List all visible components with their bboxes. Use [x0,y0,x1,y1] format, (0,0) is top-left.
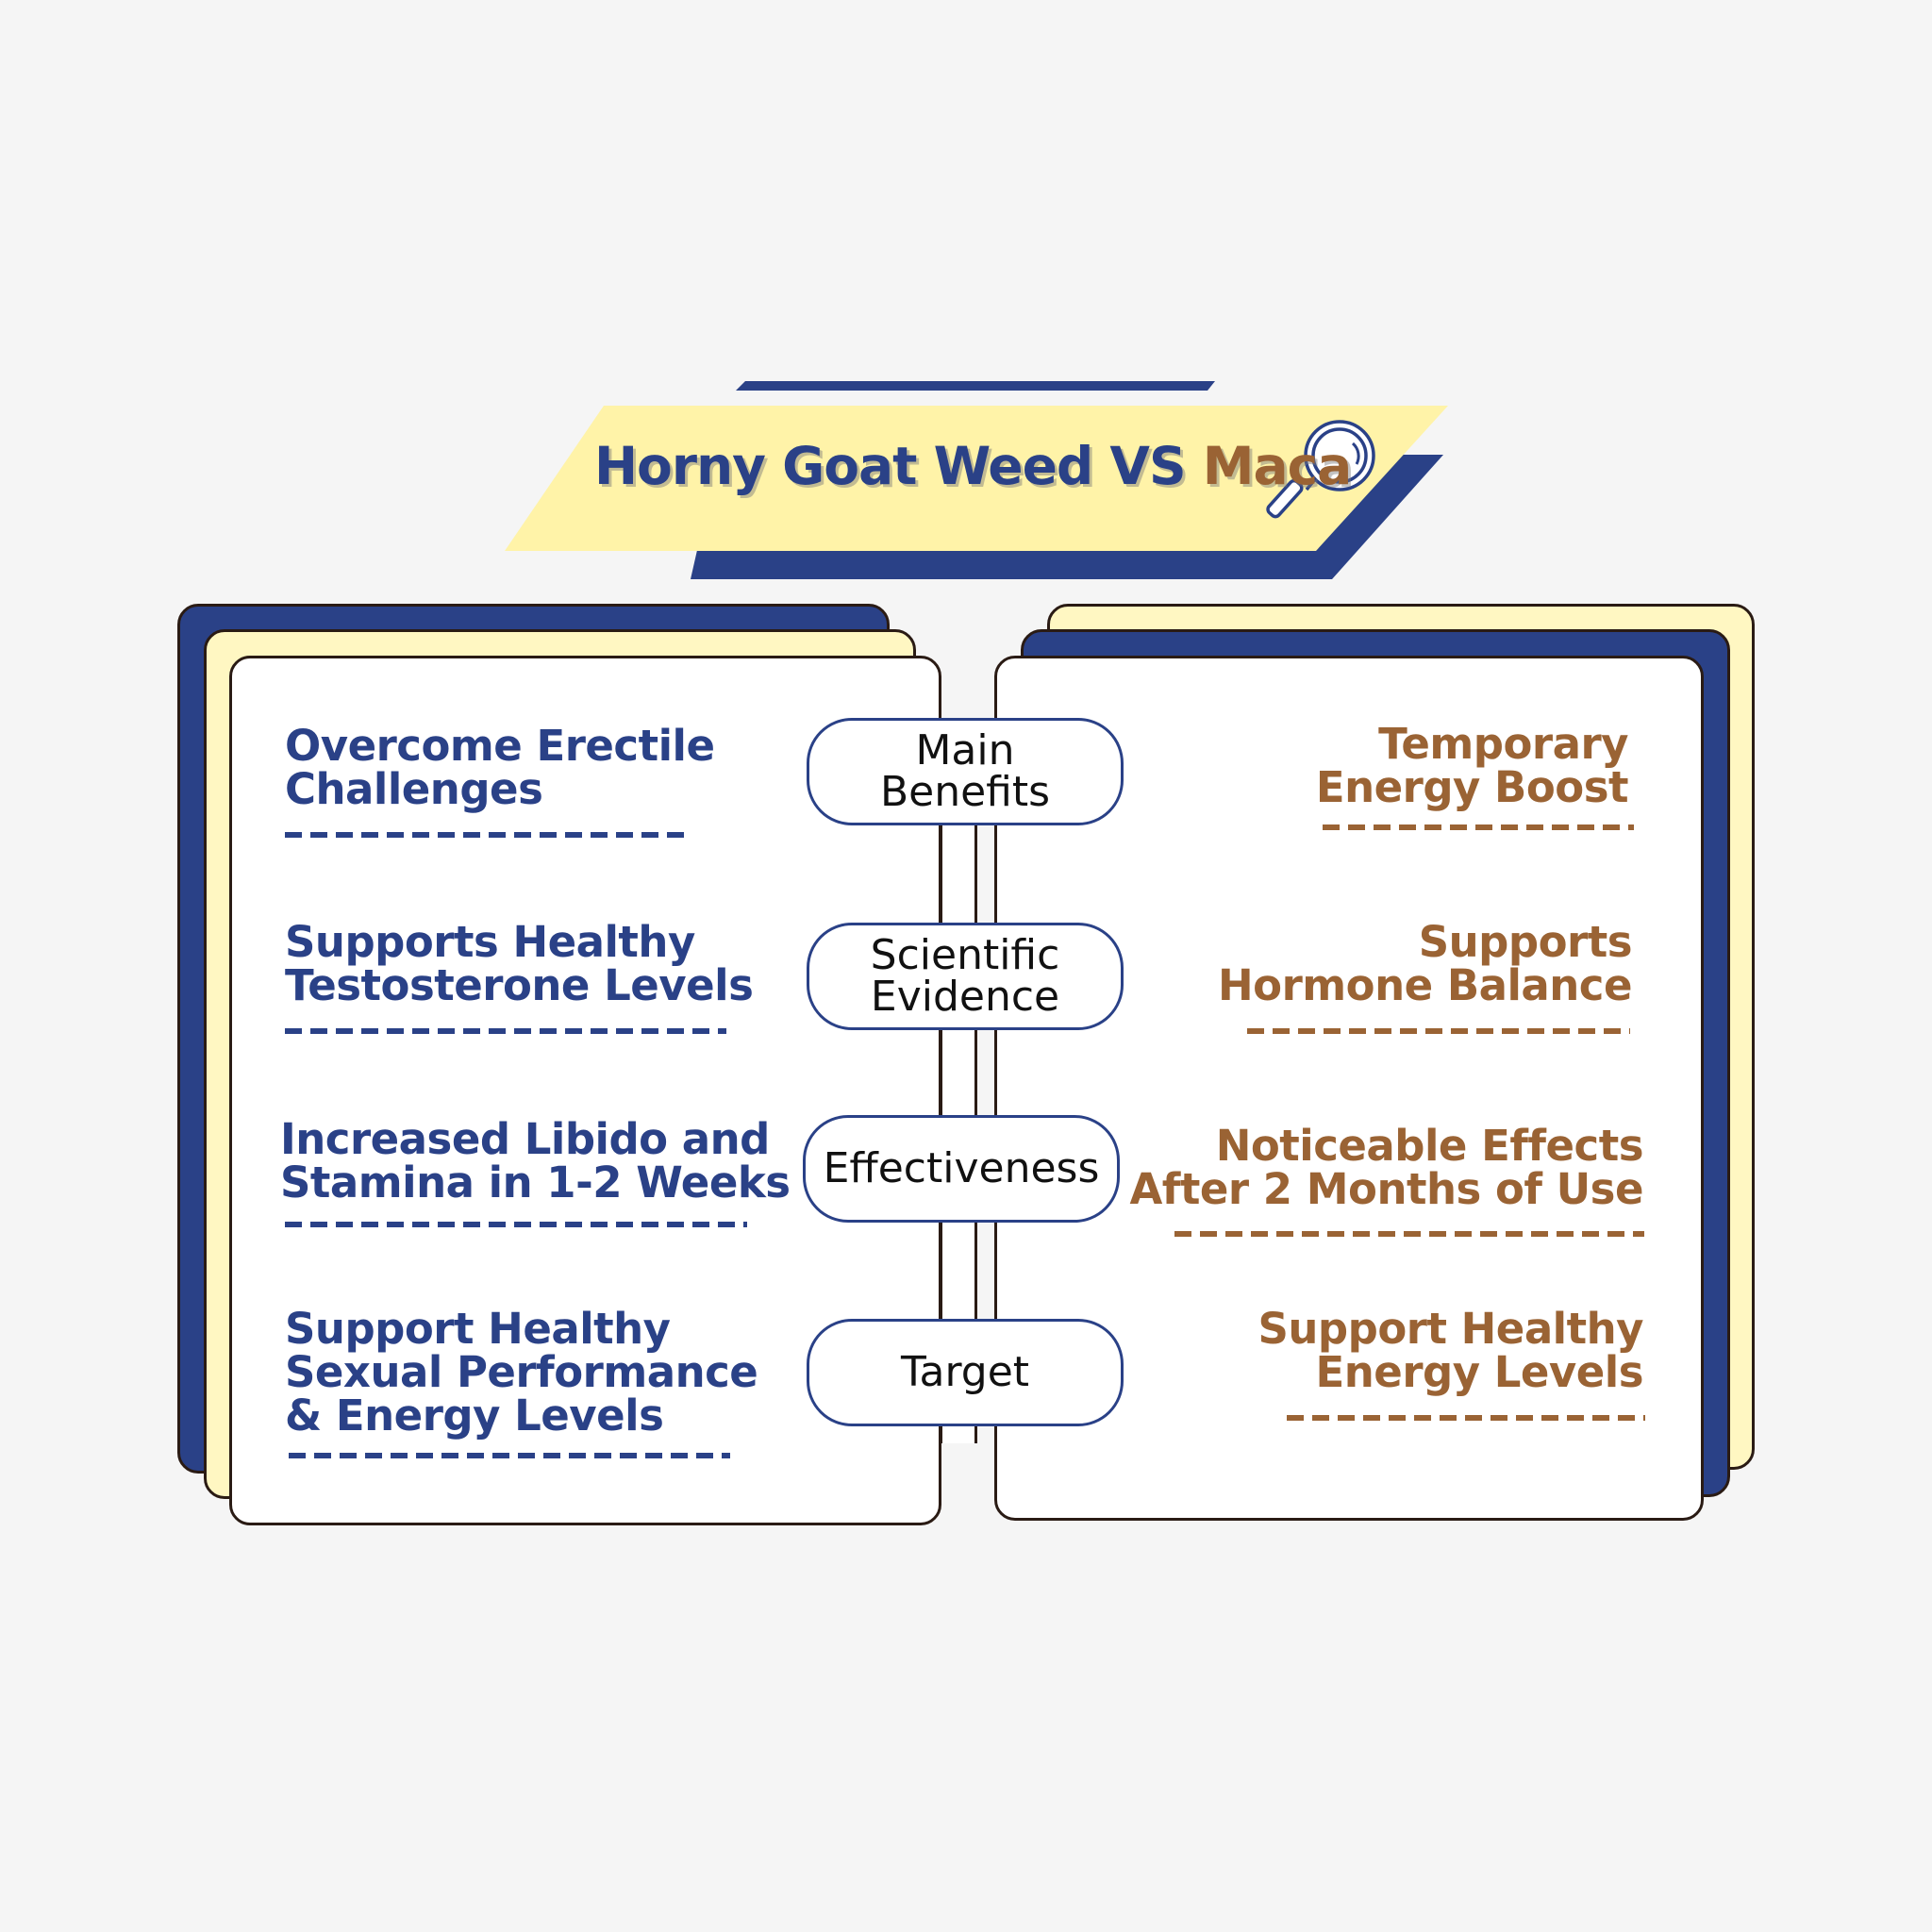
left-item-effectiveness: Increased Libido and Stamina in 1-2 Week… [280,1114,791,1208]
title-highlight: Maca [1202,436,1353,496]
left-divider [285,1222,747,1227]
banner-top-stripe [736,381,1215,391]
right-divider [1174,1231,1644,1237]
right-divider [1287,1415,1645,1421]
left-divider [285,1028,726,1034]
left-divider [289,1453,730,1458]
category-scientific-evidence: Scientific Evidence [807,923,1124,1030]
right-item-effectiveness: Noticeable Effects After 2 Months of Use [1129,1121,1643,1214]
left-divider [285,832,692,838]
right-item-scientific-evidence: Supports Hormone Balance [1218,917,1632,1010]
left-item-scientific-evidence: Supports Healthy Testosterone Levels [285,917,754,1010]
right-item-main-benefits: Temporary Energy Boost [1315,719,1629,812]
left-item-main-benefits: Overcome Erectile Challenges [285,721,715,814]
right-divider [1247,1028,1630,1034]
right-item-target: Support Healthy Energy Levels [1257,1304,1643,1397]
category-main-benefits: Main Benefits [807,718,1124,825]
category-effectiveness: Effectiveness [803,1115,1120,1223]
left-item-target: Support Healthy Sexual Performance & Ene… [285,1304,758,1441]
page-title: Horny Goat Weed VS Maca [594,436,1353,496]
right-divider [1323,824,1634,830]
category-target: Target [807,1319,1124,1426]
